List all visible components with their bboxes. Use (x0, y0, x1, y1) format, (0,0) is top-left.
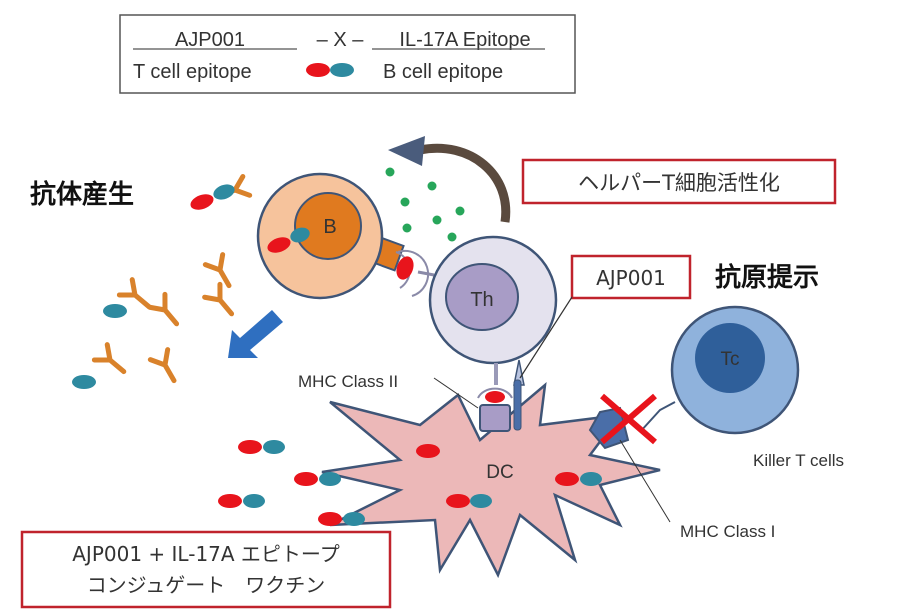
legend-b-epitope-marker (330, 63, 354, 77)
t-epitope-presented (396, 256, 414, 280)
b-epitope (263, 440, 285, 454)
blue-arrow-icon (228, 310, 283, 358)
label-killer-t-cells: Killer T cells (753, 451, 844, 470)
callout-pointer (519, 296, 573, 379)
b-epitope (103, 304, 127, 318)
callout-ajp001: AJP001 (519, 254, 692, 379)
label-mhc-class-ii: MHC Class II (298, 372, 398, 391)
cytokine-dot (402, 223, 412, 233)
t-epitope (218, 494, 242, 508)
t-epitope (318, 512, 342, 526)
blocked-x-icon (600, 393, 657, 445)
dendritic-cell: DC (321, 379, 661, 579)
cytokine-dot (427, 181, 437, 191)
antibody-icon (147, 291, 180, 327)
legend-box: AJP001 – X – IL-17A Epitope T cell epito… (119, 14, 576, 94)
t-epitope (238, 440, 262, 454)
legend-b-cell-name: IL-17A Epitope (399, 29, 530, 51)
tcr-receptor (513, 379, 522, 431)
cytokine-dot (400, 197, 410, 207)
callout-frame (521, 158, 837, 205)
legend-t-cell-name: AJP001 (175, 29, 245, 51)
t-epitope (555, 472, 579, 486)
mhc-class-i-pointer (619, 439, 671, 523)
legend-frame (119, 14, 576, 94)
free-epitopes-top (72, 184, 235, 389)
b-epitope (343, 512, 365, 526)
cytokine-dot (385, 167, 395, 177)
b-cell: B (256, 172, 405, 300)
antibody-icon (147, 347, 177, 384)
b-epitope (243, 494, 265, 508)
cytokine-dot (432, 215, 442, 225)
b-cell-label: B (323, 216, 336, 238)
killer-t-cell: Tc (639, 305, 800, 435)
mhc-class-ii-receptor (479, 404, 511, 432)
label-mhc-class-i: MHC Class I (680, 522, 775, 541)
legend-b-cell-label: B cell epitope (383, 61, 503, 83)
t-epitope (190, 194, 214, 210)
callout-frame (20, 530, 392, 609)
b-epitope (580, 472, 602, 486)
t-epitope (267, 237, 291, 253)
heading-antibody-production: 抗体産生 (30, 179, 134, 210)
callout-frame (570, 254, 692, 300)
cytokine-dot (447, 232, 457, 242)
t-epitope (446, 494, 470, 508)
th-cell-nucleus (445, 263, 519, 331)
b-epitope (213, 184, 235, 200)
legend-t-epitope-marker (306, 63, 330, 77)
b-epitope (470, 494, 492, 508)
cytokine-dots (385, 167, 465, 242)
heading-antigen-presentation: 抗原提示 (715, 262, 819, 293)
b-cell-nucleus (294, 192, 362, 260)
curved-arrow-icon (388, 136, 511, 223)
th-cell-label: Th (470, 289, 493, 311)
legend-t-cell-label: T cell epitope (133, 61, 252, 83)
callout-helper-t-text: ヘルパーT細胞活性化 (578, 171, 780, 195)
callout-vaccine: AJP001 + IL-17A エピトープ コンジュゲート ワクチン (20, 530, 392, 609)
mhc-class-ii-pointer (433, 377, 479, 409)
dc-label: DC (486, 462, 513, 483)
callout-ajp001-text: AJP001 (596, 266, 666, 290)
callout-helper-t-activation: ヘルパーT細胞活性化 (521, 158, 837, 205)
b-epitope (72, 375, 96, 389)
cytokine-dot (455, 206, 465, 216)
t-epitope (294, 472, 318, 486)
callout-vaccine-line1: AJP001 + IL-17A エピトープ (72, 542, 339, 566)
antibody-icon (91, 342, 127, 375)
legend-linker: – X – (317, 29, 365, 51)
antibody-icon (202, 252, 232, 289)
t-epitope-presented (485, 391, 505, 403)
helper-t-cell: Th (395, 235, 558, 386)
b-epitope (290, 227, 310, 243)
callout-vaccine-line2: コンジュゲート ワクチン (87, 573, 326, 597)
tc-cell-nucleus (695, 323, 765, 393)
t-epitope (416, 444, 440, 458)
tc-cell-label: Tc (721, 349, 740, 370)
free-conjugates (218, 440, 365, 526)
antibody-icon (116, 277, 152, 310)
b-epitope (319, 472, 341, 486)
antibody-icon (202, 281, 235, 317)
